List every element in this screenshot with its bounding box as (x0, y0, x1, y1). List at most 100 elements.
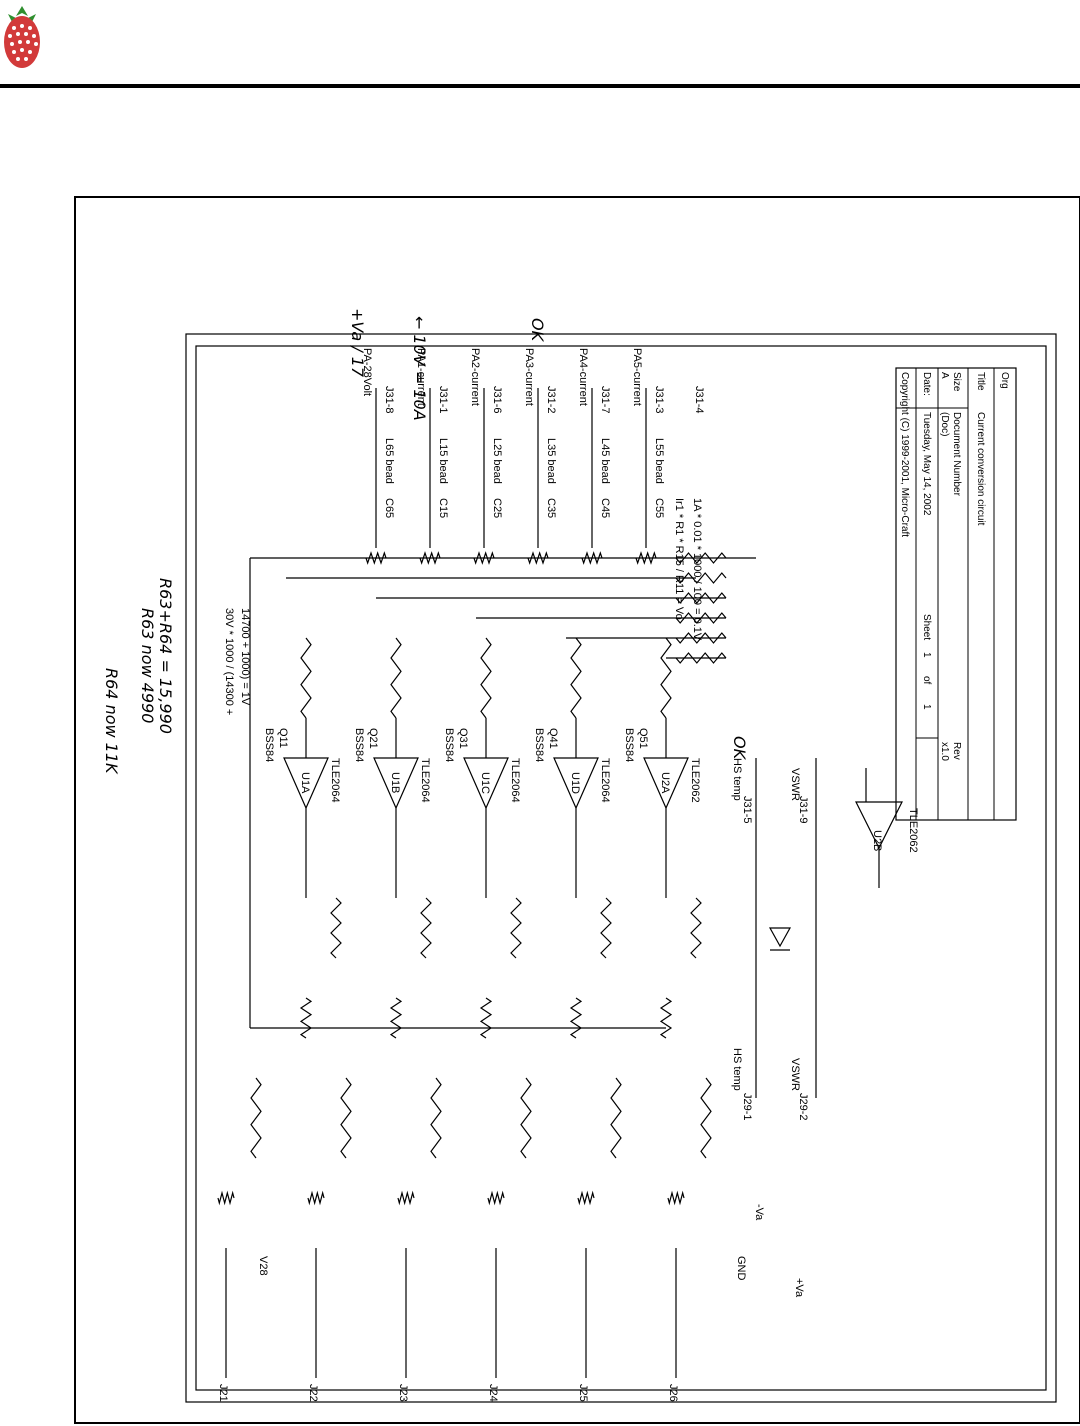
sheet-value: 1 (921, 652, 932, 658)
output-cap-label: C35 (545, 498, 557, 518)
feedback-resistor (570, 637, 582, 719)
va-label: +Va (793, 1278, 805, 1298)
fuse-coil (667, 1190, 685, 1206)
ladder-resistor (675, 572, 727, 584)
size-label: Size (951, 372, 962, 392)
output-bead-label: L35 bead (545, 438, 557, 484)
annotation-10v: ← 10V = 10A (410, 316, 429, 421)
fuse-coil (217, 1190, 235, 1206)
schematic-frame: Org Title Current conversion circuit Siz… (74, 196, 1080, 1424)
ladder-resistor (675, 612, 727, 624)
annotation-r64: R64 now 11K (102, 668, 121, 775)
opamp-label: U1C (479, 772, 491, 794)
date-label: Date: (921, 372, 932, 396)
input-row: J25 (577, 1077, 622, 1402)
fet-part-label: BSS84 (623, 728, 635, 762)
vswr-label-bottom: VSWR (789, 1058, 801, 1091)
bias-resistor (299, 997, 313, 1039)
opamp-part-label: TLE2064 (509, 758, 521, 803)
annotation-ok-top: OK (528, 318, 547, 343)
bus-lines (249, 557, 756, 1029)
sense-resistor-ladder (675, 552, 727, 664)
title-value: Current conversion circuit (975, 412, 986, 526)
output-bead-label: L55 bead (653, 438, 665, 484)
of-label: of (921, 676, 932, 685)
output-cap-label: C15 (437, 498, 449, 518)
schematic-drawing: Org Title Current conversion circuit Siz… (102, 308, 1057, 1403)
fet-part-label: BSS84 (353, 728, 365, 762)
opamp-part-label: TLE2064 (329, 758, 341, 803)
equation-4: 1A * 0.01 * 1000 / 100 = 0.1V (691, 498, 703, 641)
header-rule (0, 84, 1080, 88)
vswr-label-top: VSWR (789, 768, 801, 801)
j29-1-label: J29-1 (741, 1093, 753, 1121)
input-resistor (510, 897, 522, 959)
neg-va-label: -Va (753, 1204, 765, 1221)
input-row: J23 (397, 1077, 442, 1402)
output-net-label: PA4-current (577, 348, 589, 406)
opamp-label: U1A (299, 772, 311, 794)
opamp-label: U1D (569, 772, 581, 794)
output-pin-label: J31-8 (383, 386, 395, 414)
annotation-r63: R63 now 4990 (138, 608, 157, 723)
output-cap-label: C65 (383, 498, 395, 518)
opamp-label: U2A (659, 772, 671, 794)
output-net-label: PA5-current (631, 348, 643, 406)
hs-temp-label-top: HS temp (731, 758, 743, 801)
fuse-coil (577, 1190, 595, 1206)
fet-label: Q21 (367, 728, 379, 749)
output-pin-label: J31-2 (545, 386, 557, 414)
output-net-label: PA-28Volt (361, 348, 373, 396)
hs-temp-label-bottom: HS temp (731, 1048, 743, 1091)
output-net-label: PA2-current (469, 348, 481, 406)
output-bead-label: L25 bead (491, 438, 503, 484)
output-net-label: PA3-current (523, 348, 535, 406)
opamp-part-label: TLE2064 (599, 758, 611, 803)
drawing-border (185, 333, 1057, 1403)
fet-label: Q11 (277, 728, 289, 748)
j29-2-label: J29-2 (797, 1093, 809, 1121)
output-pin-label: J31-6 (491, 386, 503, 414)
j31-4-label: J31-4 (693, 386, 705, 414)
u2b-opamp (855, 768, 903, 888)
output-bead-label: L65 bead (383, 438, 395, 484)
input-connector-label: J23 (397, 1384, 409, 1402)
sheet-label: Sheet (921, 614, 932, 640)
rev-value: x1.0 (939, 742, 950, 761)
feedback-resistor (390, 637, 402, 719)
input-row: J24 (487, 1077, 532, 1402)
title-block: Org Title Current conversion circuit Siz… (895, 367, 1017, 821)
feedback-resistor (480, 637, 492, 719)
u2b-label: U2B (871, 830, 883, 851)
equation-2: 14700 + 1000) = 1V (239, 608, 251, 706)
shunt-resistor (430, 1077, 442, 1159)
hs-vswr-section (755, 758, 817, 1098)
fet-label: Q51 (637, 728, 649, 749)
shunt-resistor (700, 1077, 712, 1159)
size-value: A (939, 372, 950, 379)
input-connector-label: J24 (487, 1384, 499, 1402)
input-connector-label: J22 (307, 1384, 319, 1402)
v28-label: V28 (257, 1256, 269, 1276)
docnum-label: Document Number (951, 412, 962, 497)
fet-part-label: BSS84 (443, 728, 455, 762)
ladder-resistor (675, 552, 727, 564)
output-bead-label: L45 bead (599, 438, 611, 484)
ladder-resistor (675, 632, 727, 644)
bias-resistor (479, 997, 493, 1039)
ladder-resistor (675, 592, 727, 604)
output-cap-label: C25 (491, 498, 503, 518)
rev-label: Rev (951, 742, 962, 760)
input-connector-label: J26 (667, 1384, 679, 1402)
output-bead-label: L15 bead (437, 438, 449, 484)
input-row: J22 (307, 1077, 352, 1402)
annotation-ok-mid: OK (730, 736, 749, 761)
ladder-resistor (675, 652, 727, 664)
equation-3: Ir1 * R1 * R15 / R11 = Vo (673, 498, 685, 620)
input-connector-label: J25 (577, 1384, 589, 1402)
